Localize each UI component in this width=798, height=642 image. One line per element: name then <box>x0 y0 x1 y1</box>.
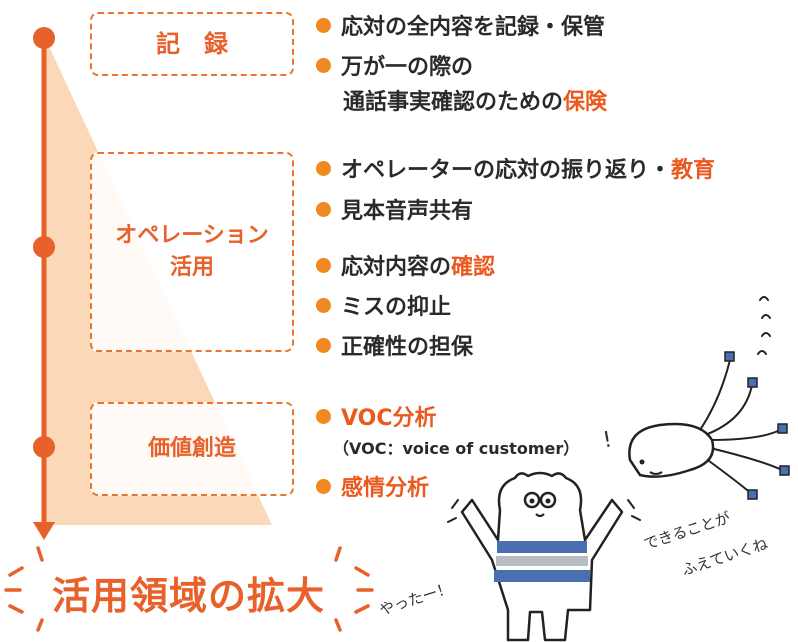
timeline-arrowhead <box>33 522 55 540</box>
bullet-text: ミスの抑止 <box>341 295 452 320</box>
bullet-operation-2: 見本音声共有 <box>316 193 473 225</box>
stage-operation-label-line2: 活用 <box>169 255 214 280</box>
bullet-dot <box>316 297 331 313</box>
stage-record-label: 記 録 <box>156 29 228 58</box>
highlight-hoken: 保険 <box>563 90 608 115</box>
bullet-dot <box>316 201 331 217</box>
bullet-value-1: VOC分析 <box>316 400 437 432</box>
bullet-text: 応対の全内容を記録・保管 <box>341 15 606 40</box>
bullet-record-2-continuation: 通話事実確認のための保険 <box>343 84 607 116</box>
bullet-dot <box>316 337 331 353</box>
bullet-dot <box>316 17 331 33</box>
bullet-dot <box>316 160 331 176</box>
timeline-dot-value <box>33 436 55 458</box>
stage-value-label: 価値創造 <box>147 436 236 462</box>
bullet-operation-5: 正確性の担保 <box>316 329 473 361</box>
bullet-text: 万が一の際の <box>341 55 474 80</box>
bullet-text: 見本音声共有 <box>341 199 474 224</box>
bullet-dot <box>316 408 331 424</box>
highlight-voc: VOC分析 <box>341 406 437 431</box>
stage-operation-box: オペレーション 活用 <box>90 152 294 352</box>
bullet-text: 応対内容の <box>341 255 452 280</box>
bear-stripe-1 <box>497 541 587 553</box>
stage-value-box: 価値創造 <box>90 402 294 496</box>
spark-right-5 <box>334 618 342 632</box>
spark-left-1 <box>8 566 24 577</box>
bear-stripe-2 <box>496 556 588 566</box>
bullet-dot <box>316 257 331 273</box>
spark-left-5 <box>36 618 44 632</box>
spark-left-3 <box>8 604 24 614</box>
bullet-record-1: 応対の全内容を記録・保管 <box>316 9 605 41</box>
bullet-operation-3: 応対内容の確認 <box>316 249 495 281</box>
spark-right-1 <box>354 566 370 577</box>
bullet-operation-4: ミスの抑止 <box>316 289 451 321</box>
bear-stripe-3 <box>494 570 590 582</box>
character-head <box>628 422 715 478</box>
voc-note: （VOC：voice of customer） <box>333 439 580 458</box>
highlight-kanjo: 感情分析 <box>341 476 430 501</box>
spark-right-4 <box>334 546 342 562</box>
bullet-dot <box>316 57 331 73</box>
bullet-operation-1: オペレーターの応対の振り返り・教育 <box>316 152 715 184</box>
stage-operation-label-line1: オペレーション <box>115 223 269 249</box>
continuation-text: 通話事実確認のための <box>343 90 564 115</box>
bottom-title: 活用領域の拡大 <box>52 574 326 618</box>
bullet-value-2: 感情分析 <box>316 470 429 502</box>
stage-record-box: 記 録 <box>90 12 294 76</box>
bullet-record-2: 万が一の際の <box>316 49 473 81</box>
highlight-kyoiku: 教育 <box>671 158 716 183</box>
highlight-kakunin: 確認 <box>451 255 496 280</box>
bullet-text: オペレーターの応対の振り返り・ <box>341 158 672 183</box>
bullet-dot <box>316 478 331 494</box>
timeline-dot-operation <box>33 236 55 258</box>
spark-left-4 <box>36 546 44 562</box>
bullet-text: 正確性の担保 <box>341 335 474 360</box>
timeline-dot-record <box>33 27 55 49</box>
spark-right-3 <box>354 604 370 614</box>
